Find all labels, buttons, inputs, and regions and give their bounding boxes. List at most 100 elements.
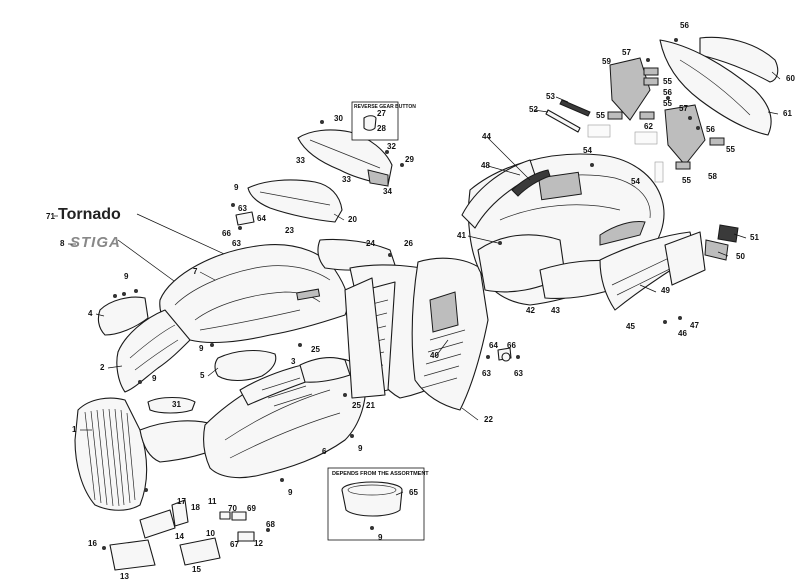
hood-part-7 (159, 244, 349, 343)
faded-brackets (587, 124, 664, 183)
belt-part-31 (147, 396, 196, 414)
callout-51: 51 (750, 233, 759, 242)
leader-lines (54, 71, 781, 496)
callout-9e: 9 (288, 488, 293, 497)
shroud-part-34 (297, 129, 393, 187)
clip-part-69 (231, 511, 247, 521)
callout-33b: 33 (342, 175, 351, 184)
callout-16: 16 (88, 539, 97, 548)
callout-11: 11 (208, 497, 217, 506)
callout-42: 42 (526, 306, 535, 315)
callout-21: 21 (366, 401, 375, 410)
cover-part-60 (699, 36, 779, 83)
callout-55c: 55 (596, 111, 605, 120)
callout-55d: 55 (726, 145, 735, 154)
tunnel-pan-part-21 (344, 277, 386, 399)
callout-43: 43 (551, 306, 560, 315)
callout-68: 68 (266, 520, 275, 529)
callout-33a: 33 (296, 156, 305, 165)
callout-49: 49 (661, 286, 670, 295)
strip-part-52 (545, 109, 581, 133)
callout-13: 13 (120, 572, 129, 580)
callout-numbers: 1 2 3 4 5 6 7 8 9 9 9 9 9 9 9 10 11 12 1… (46, 21, 795, 580)
callout-52: 52 (529, 105, 538, 114)
callout-27: 27 (377, 109, 386, 118)
callout-12: 12 (254, 539, 263, 548)
bracket-part-59 (609, 57, 651, 121)
callout-1: 1 (72, 425, 77, 434)
cover-part-61 (659, 39, 772, 136)
callout-4: 4 (88, 309, 93, 318)
dash-cover-part-20 (247, 179, 343, 223)
callout-54a: 54 (583, 146, 592, 155)
callout-47: 47 (690, 321, 699, 330)
callout-3: 3 (291, 357, 296, 366)
assortment-box: DEPENDS FROM THE ASSORTMENT (327, 467, 429, 541)
callout-17: 17 (177, 497, 186, 506)
knob-part-64b (497, 347, 512, 362)
callout-63d: 63 (514, 369, 523, 378)
callout-56a: 56 (680, 21, 689, 30)
front-grille-part-1 (74, 397, 148, 511)
callout-66a: 66 (222, 229, 231, 238)
callout-67: 67 (230, 540, 239, 549)
callout-32: 32 (387, 142, 396, 151)
reverse-gear-box-title: REVERSE GEAR BUTTON (354, 104, 416, 110)
callout-65: 65 (409, 488, 418, 497)
callout-9b: 9 (199, 344, 204, 353)
callout-22: 22 (484, 415, 493, 424)
callout-45: 45 (626, 322, 635, 331)
handle-part-44 (511, 169, 551, 197)
footrest-part-14 (139, 509, 176, 539)
callout-14: 14 (175, 532, 184, 541)
callout-5: 5 (200, 371, 205, 380)
callout-7: 7 (193, 267, 198, 276)
callout-9d: 9 (358, 444, 363, 453)
callout-10: 10 (206, 529, 215, 538)
knob-part-64 (235, 211, 255, 226)
callout-61: 61 (783, 109, 792, 118)
reverse-gear-box: REVERSE GEAR BUTTON (351, 101, 416, 141)
callout-48: 48 (481, 161, 490, 170)
side-cover-part-4 (97, 296, 149, 336)
tool-part-53 (559, 99, 591, 117)
callout-9c: 9 (152, 374, 157, 383)
callout-26: 26 (404, 239, 413, 248)
footrest-part-13 (109, 539, 156, 571)
callout-9f: 9 (378, 533, 383, 542)
light-part-51 (717, 224, 739, 243)
assortment-box-title: DEPENDS FROM THE ASSORTMENT (332, 471, 429, 477)
callout-63b: 63 (232, 239, 241, 248)
light-part-50 (704, 239, 729, 261)
callout-63a: 63 (238, 204, 247, 213)
callout-30: 30 (334, 114, 343, 123)
callout-53: 53 (546, 92, 555, 101)
stiga-decal-label: STIGA (70, 234, 121, 251)
callout-2: 2 (100, 363, 105, 372)
callout-50: 50 (736, 252, 745, 261)
callout-9a: 9 (124, 272, 129, 281)
callout-69: 69 (247, 504, 256, 513)
floor-part-22 (411, 257, 489, 411)
callout-23: 23 (285, 226, 294, 235)
callout-70: 70 (228, 504, 237, 513)
callout-64a: 64 (257, 214, 266, 223)
small-panel-part-5 (214, 349, 277, 382)
clip-part-12 (237, 531, 255, 542)
callout-18: 18 (191, 503, 200, 512)
callout-29: 29 (405, 155, 414, 164)
callout-71: 71 (46, 212, 55, 221)
bracket-part-62 (664, 104, 706, 166)
callout-31: 31 (172, 400, 181, 409)
callout-64b: 64 (489, 341, 498, 350)
small-brackets-55 (607, 67, 725, 170)
callout-63c: 63 (482, 369, 491, 378)
callout-62: 62 (644, 122, 653, 131)
fender-trim-part-49 (664, 231, 706, 286)
callout-8: 8 (60, 239, 65, 248)
callout-28: 28 (377, 124, 386, 133)
callout-41: 41 (457, 231, 466, 240)
callout-34: 34 (383, 187, 392, 196)
fasteners (102, 38, 700, 550)
